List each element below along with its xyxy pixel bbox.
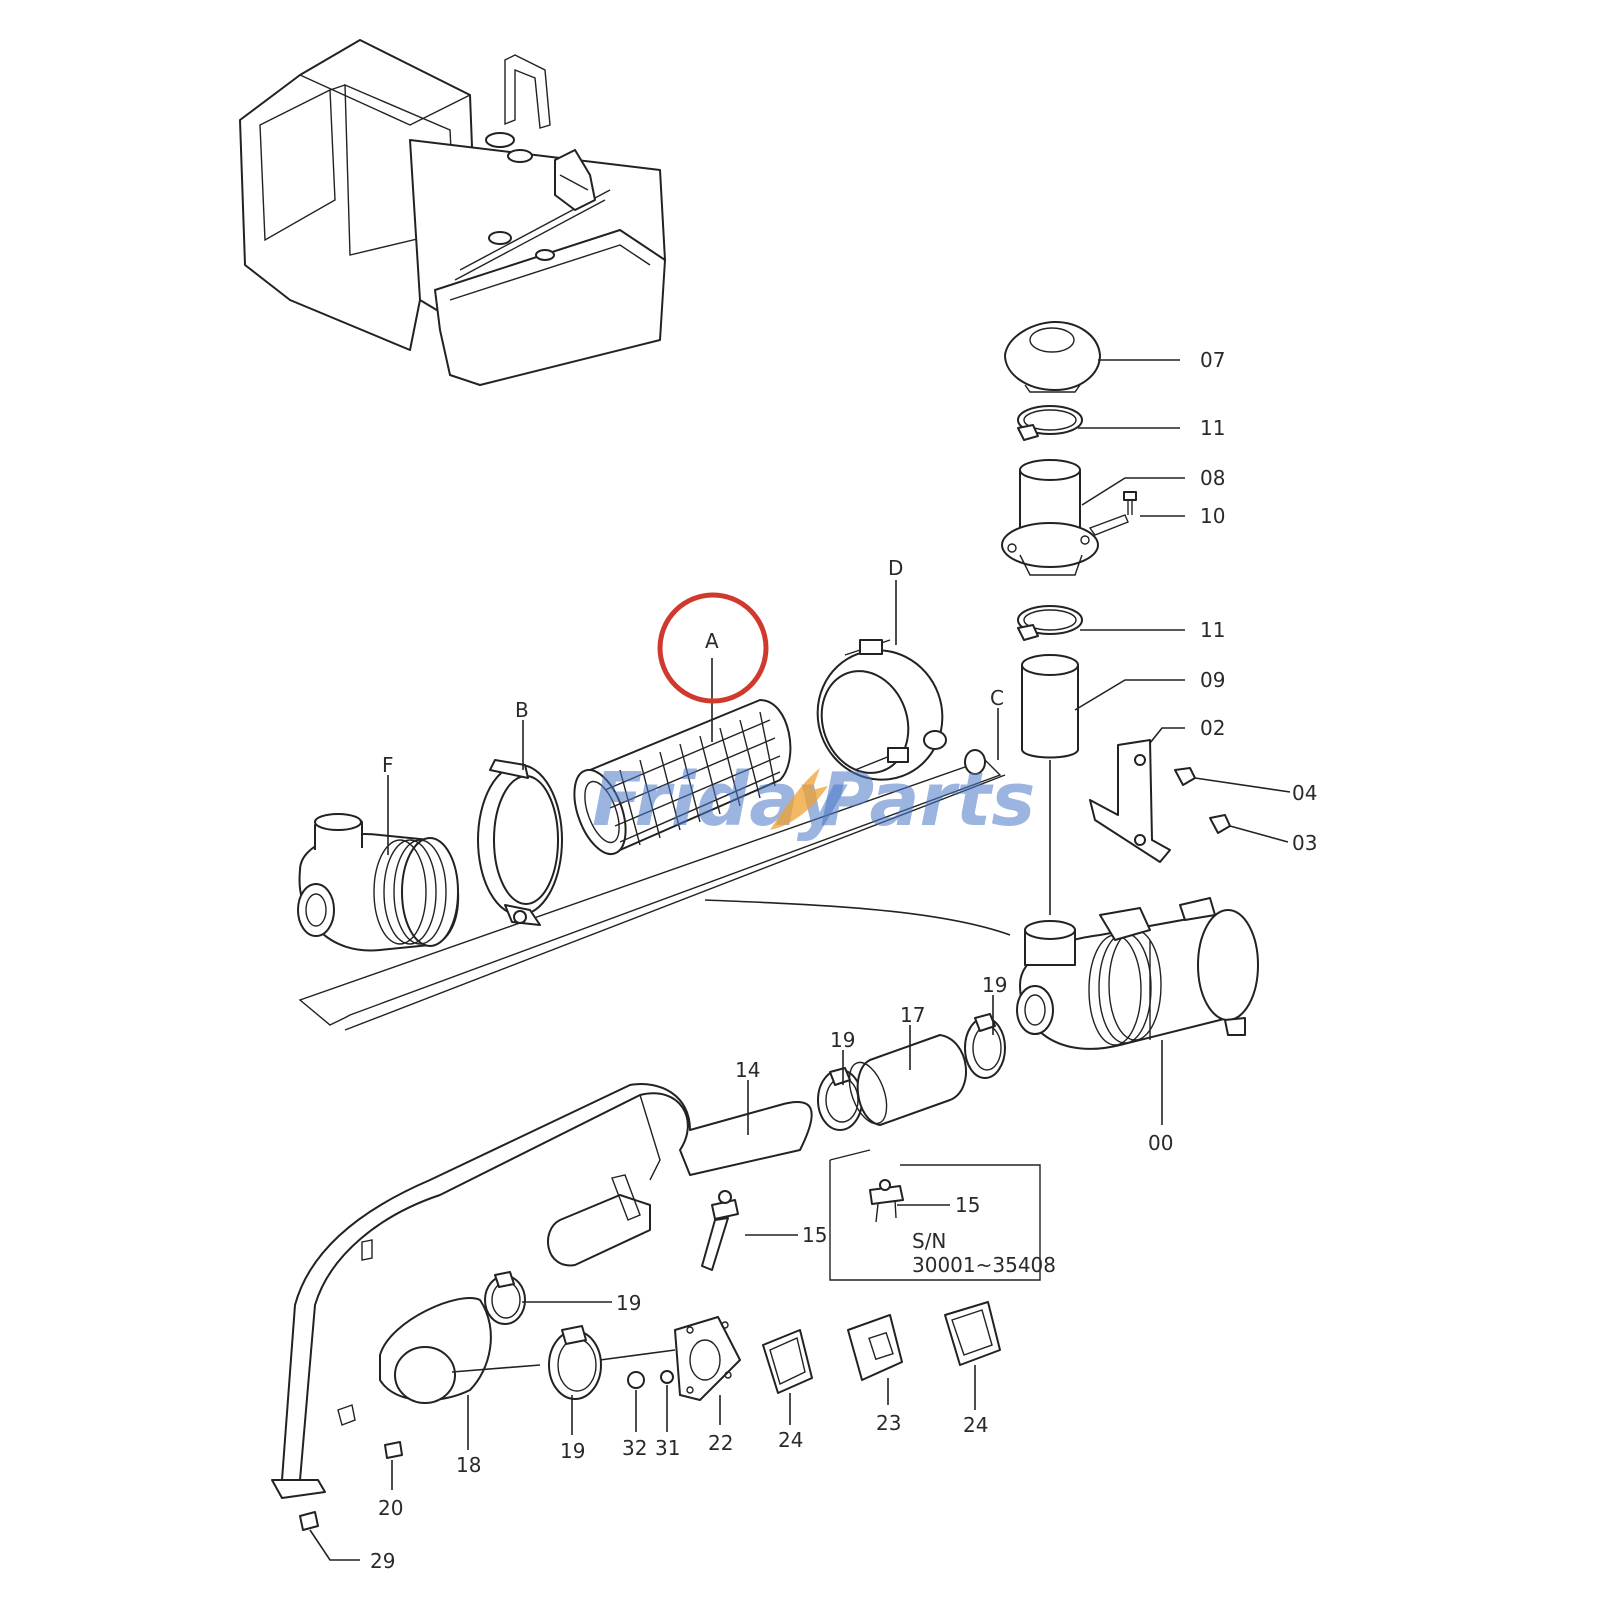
label-11-upper: 11: [1200, 416, 1225, 440]
small-part-c: [964, 749, 986, 775]
air-cleaner-exploded-view: [297, 639, 1006, 1031]
label-24-b: 24: [963, 1413, 988, 1437]
label-04: 04: [1292, 781, 1317, 805]
label-14: 14: [735, 1058, 760, 1082]
valve-15: [701, 1190, 739, 1271]
label-24-a: 24: [778, 1428, 803, 1452]
gaskets: [299, 1301, 1001, 1531]
watermark-text-parts: Parts: [820, 757, 1035, 843]
label-d: D: [888, 556, 903, 580]
leader-lines: [309, 359, 1291, 1561]
label-15-box: 15: [955, 1193, 980, 1217]
label-02: 02: [1200, 716, 1225, 740]
label-f: F: [382, 753, 394, 777]
label-15: 15: [802, 1223, 827, 1247]
label-10: 10: [1200, 504, 1225, 528]
label-20: 20: [378, 1496, 403, 1520]
intake-cap-stack: [1001, 321, 1137, 915]
label-c: C: [990, 686, 1004, 710]
bracket-02: [1089, 739, 1231, 863]
label-23: 23: [876, 1411, 901, 1435]
air-cleaner-body-f: [297, 813, 460, 952]
label-07: 07: [1200, 348, 1225, 372]
label-19-a: 19: [830, 1028, 855, 1052]
part-labels: 07 11 08 10 11 09 02 04 03 D A C B F 19 …: [370, 348, 1317, 1573]
lower-clamps-and-18: [379, 1271, 602, 1404]
label-a: A: [705, 629, 719, 653]
outer-cover-d: [816, 639, 947, 781]
label-17: 17: [900, 1003, 925, 1027]
label-09: 09: [1200, 668, 1225, 692]
watermark-logo: Friday Parts: [592, 757, 1035, 843]
label-32: 32: [622, 1436, 647, 1460]
label-03: 03: [1292, 831, 1317, 855]
label-31: 31: [655, 1436, 680, 1460]
label-b: B: [515, 698, 529, 722]
label-19-d: 19: [560, 1439, 585, 1463]
label-19-c: 19: [616, 1291, 641, 1315]
label-22: 22: [708, 1431, 733, 1455]
air-cleaner-assembly-00: [1016, 897, 1259, 1050]
label-serial-range: 30001~35408: [912, 1253, 1056, 1277]
label-00: 00: [1148, 1131, 1173, 1155]
highlight-circle: [657, 592, 769, 704]
filter-element-a: [573, 699, 792, 856]
excavator-overview: [239, 39, 666, 386]
watermark-swoosh-icon: [770, 768, 828, 830]
label-29: 29: [370, 1549, 395, 1573]
serial-box: [829, 1149, 1041, 1281]
label-11-lower: 11: [1200, 618, 1225, 642]
band-clamp-b: [477, 759, 563, 926]
label-sn: S/N: [912, 1229, 946, 1253]
hose-17-with-clamps: [817, 1013, 1006, 1131]
label-18: 18: [456, 1453, 481, 1477]
label-08: 08: [1200, 466, 1225, 490]
pipe-14-assembly: [271, 1083, 813, 1499]
label-19-b: 19: [982, 973, 1007, 997]
